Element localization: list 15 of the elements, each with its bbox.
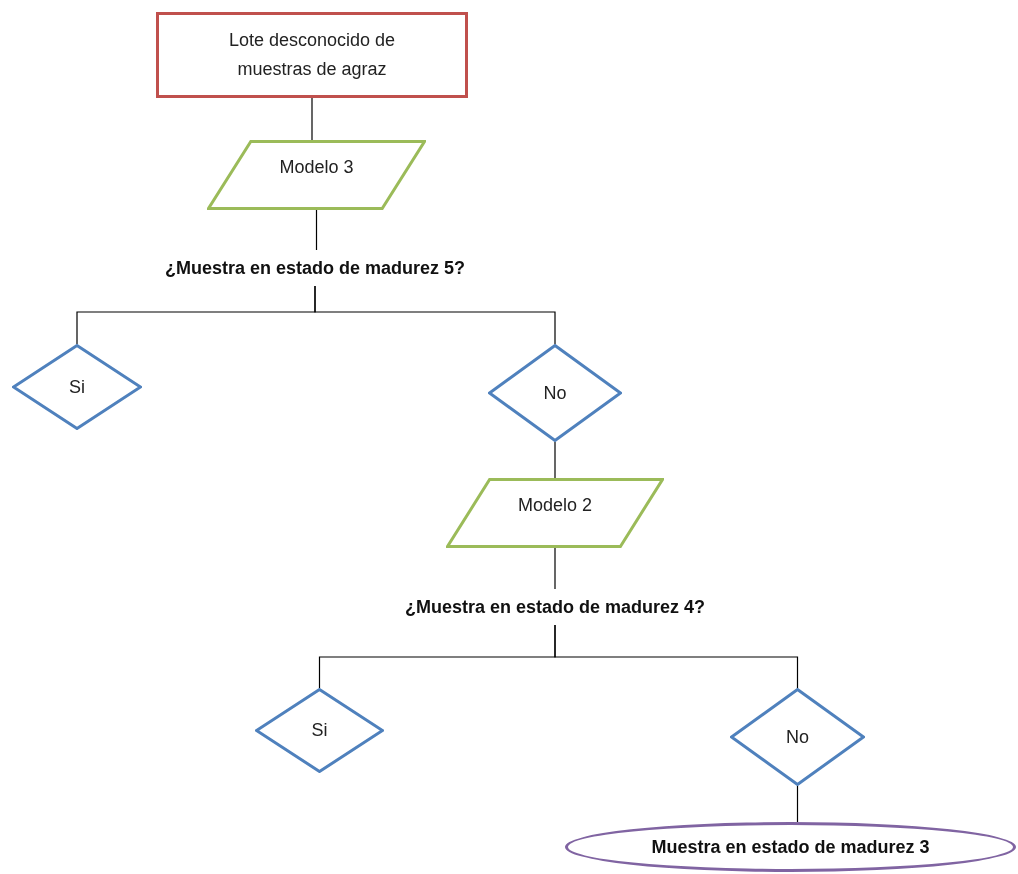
connector-line [796,785,799,823]
connector-line [311,97,313,141]
connector-line [554,441,556,479]
decision-diamond: Si [12,344,142,430]
connector-line [554,547,556,590]
connector-line [554,624,799,689]
connector-line [314,285,556,345]
start-box: Lote desconocido de muestras de agraz [156,12,468,98]
connector-line [315,209,318,251]
decision-diamond: No [488,344,622,442]
decision-diamond: No [730,688,865,786]
terminal-oval: Muestra en estado de madurez 3 [565,822,1016,872]
data-parallelogram: Modelo 2 [446,478,664,548]
data-parallelogram: Modelo 3 [207,140,426,210]
decision-diamond: Si [255,688,384,773]
